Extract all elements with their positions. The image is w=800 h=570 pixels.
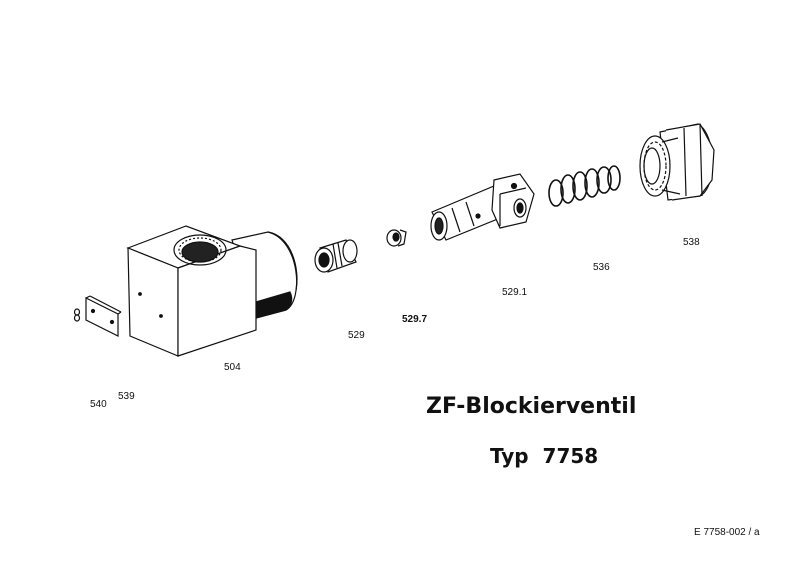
part-piston-529 <box>314 239 358 273</box>
label-504: 504 <box>224 362 241 373</box>
diagram-subtitle: Typ 7758 <box>490 444 599 468</box>
label-529-7: 529.7 <box>402 314 428 325</box>
label-536: 536 <box>593 262 610 273</box>
part-housing-504 <box>126 225 298 357</box>
part-plug-538 <box>639 123 715 201</box>
label-529: 529 <box>348 330 365 341</box>
part-screw-540 <box>73 308 81 322</box>
part-plate-539 <box>85 295 122 337</box>
part-spring-536 <box>548 165 621 207</box>
label-529-1: 529.1 <box>502 287 528 298</box>
label-540: 540 <box>90 399 107 410</box>
part-spool-529-1 <box>430 173 535 241</box>
document-number: E 7758-002 / a <box>694 527 760 538</box>
label-538: 538 <box>683 237 700 248</box>
diagram-title: ZF-Blockierventil <box>426 394 637 419</box>
part-ring-529-7 <box>386 229 407 247</box>
label-539: 539 <box>118 391 135 402</box>
